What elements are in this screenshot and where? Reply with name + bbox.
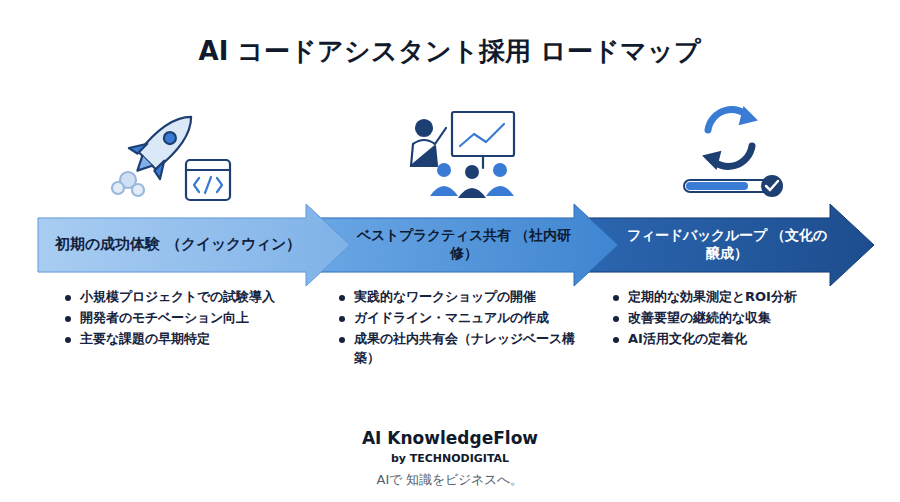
bullet-list: 小規模プロジェクトでの試験導入開発者のモチベーション向上主要な課題の早期特定 (62, 288, 307, 351)
bullet-item: 小規模プロジェクトでの試験導入 (62, 288, 307, 307)
brand-name: AI KnowledgeFlow (0, 428, 900, 448)
band-heading: 初期の成功体験 （クイックウィン） (55, 235, 300, 255)
bullet-item: 定期的な効果測定とROI分析 (610, 288, 855, 307)
chevron-outline (316, 204, 618, 286)
chevron-band: ベストプラクティス共有 （社内研修） (316, 204, 618, 286)
chevron-band: 初期の成功体験 （クイックウィン） (38, 204, 350, 286)
bullet-item: 主要な課題の早期特定 (62, 330, 307, 349)
chevron-outline (586, 204, 874, 286)
chevron-band: フィードバックループ （文化の醸成） (586, 204, 874, 286)
bullet-item: ガイドライン・マニュアルの作成 (336, 309, 586, 328)
bullet-item: 成果の社内共有会（ナレッジベース構築） (336, 330, 586, 368)
chevron-outline (38, 204, 350, 286)
bullet-list: 定期的な効果測定とROI分析改善要望の継続的な収集 AI活用文化の定着化 (610, 288, 855, 351)
diagram-title: AI コードアシスタント採用 ロードマップ (0, 34, 900, 69)
bullet-list: 実践的なワークショップの開催ガイドライン・マニュアルの作成成果の社内共有会（ナレ… (336, 288, 586, 369)
cycle-icon (684, 108, 783, 197)
presenter-icon (411, 112, 514, 198)
rocket-icon (112, 101, 230, 200)
bullet-item: 改善要望の継続的な収集 (610, 309, 855, 328)
brand-byline: by TECHNODIGITAL (0, 452, 900, 465)
bullet-item: 実践的なワークショップの開催 (336, 288, 586, 307)
bullet-item: AI活用文化の定着化 (610, 330, 855, 349)
band-heading: ベストプラクティス共有 （社内研修） (356, 227, 572, 262)
bullet-item: 開発者のモチベーション向上 (62, 309, 307, 328)
brand-tagline: AIで 知識をビジネスへ。 (0, 471, 900, 489)
band-heading: フィードバックループ （文化の醸成） (626, 227, 828, 262)
